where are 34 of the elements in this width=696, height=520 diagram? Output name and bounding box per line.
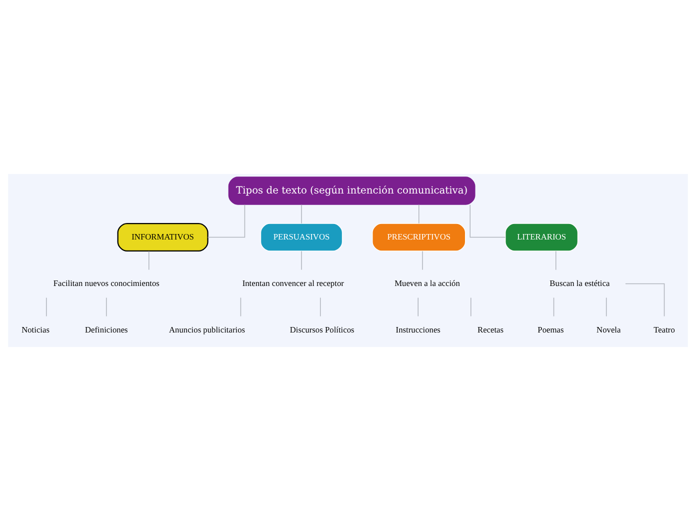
node-text: Poemas	[538, 324, 564, 334]
node-text: Recetas	[477, 324, 504, 334]
node-text: Mueven a la acción	[394, 278, 460, 288]
connector	[470, 204, 506, 238]
node-box: LITERARIOS	[505, 222, 578, 251]
connector	[470, 296, 472, 316]
node-text: Intentan convencer al receptor	[242, 278, 344, 288]
node-box: PERSUASIVOS	[260, 222, 343, 251]
connector	[46, 296, 47, 316]
node-box: Tipos de texto (según intención comunicativa)	[228, 176, 476, 204]
connector	[301, 204, 302, 224]
connector	[625, 282, 665, 316]
connector	[553, 296, 554, 316]
connector	[207, 204, 246, 238]
connector	[240, 296, 242, 316]
node-box: INFORMATIVOS	[117, 222, 208, 252]
connector	[148, 250, 150, 270]
connector	[606, 296, 607, 316]
node-text: Novela	[596, 324, 621, 334]
connector	[555, 250, 556, 270]
node-text: Anuncios publicitarios	[168, 324, 246, 334]
node-text: Buscan la estética	[550, 278, 610, 288]
connector	[418, 204, 420, 224]
node-text: Discursos Políticos	[290, 324, 354, 334]
node-text: Definiciones	[85, 324, 128, 334]
node-text: Facilitan nuevos conocimientos	[53, 278, 160, 288]
connector	[320, 296, 321, 316]
node-box: PRESCRIPTIVOS	[372, 222, 466, 251]
node-text: Teatro	[654, 324, 675, 334]
connector	[301, 250, 302, 270]
node-text: Instrucciones	[396, 324, 440, 334]
connector	[422, 250, 423, 270]
connector	[106, 296, 107, 316]
node-text: Noticias	[22, 324, 50, 334]
